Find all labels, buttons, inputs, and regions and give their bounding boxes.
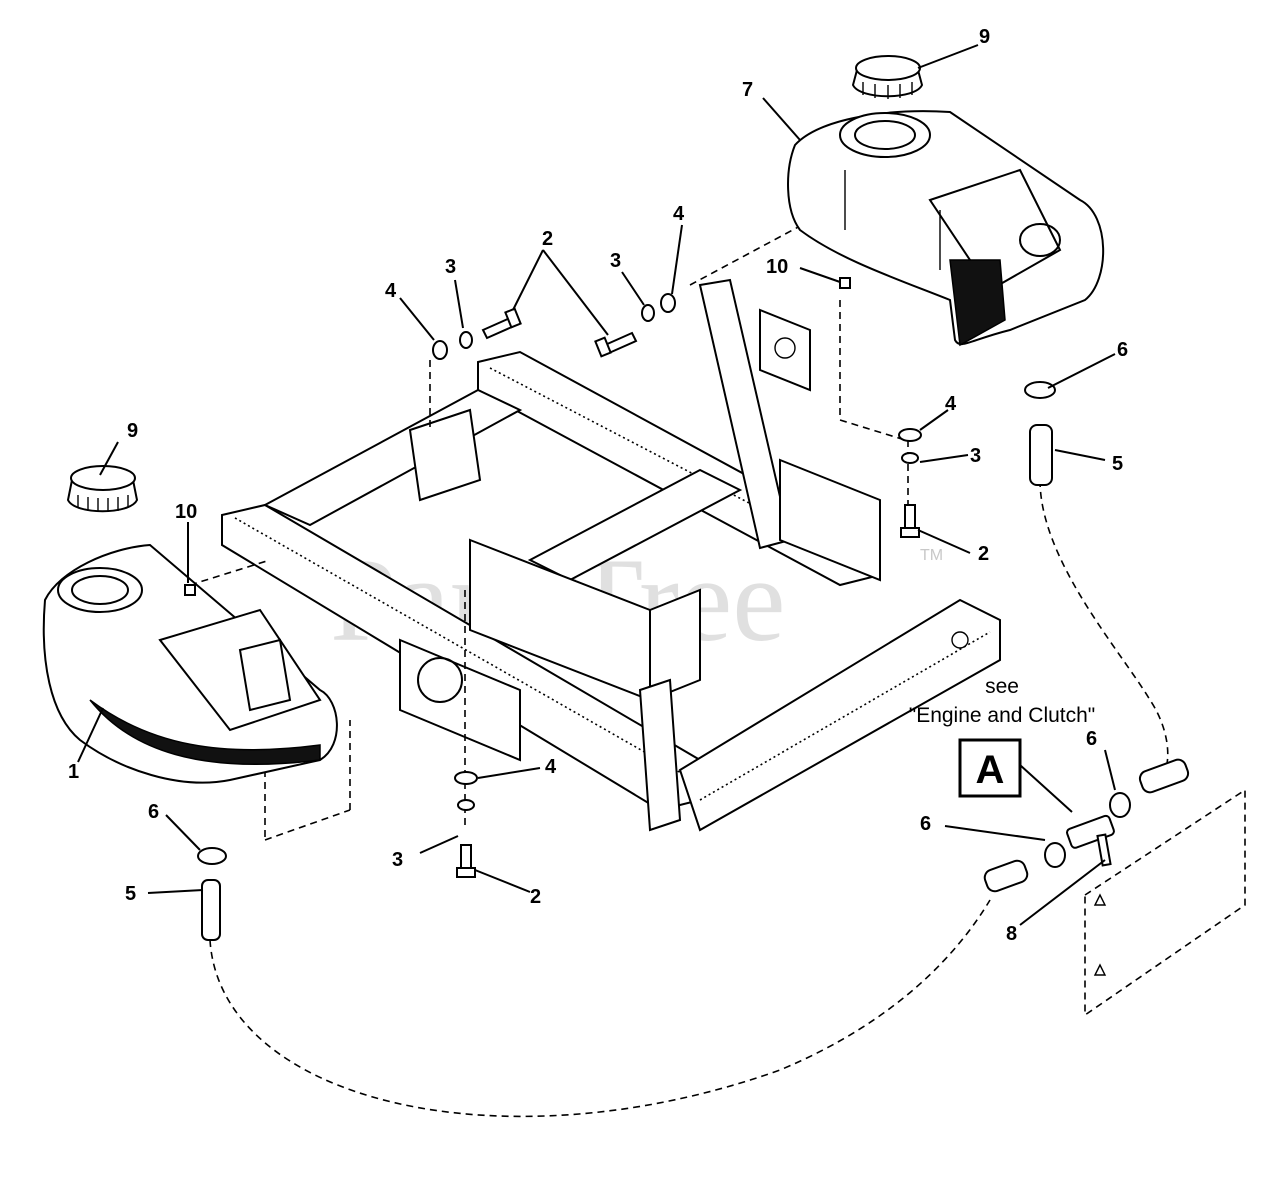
- fuel-valve: [1066, 814, 1115, 867]
- bushings: [184, 277, 851, 596]
- frame-lower-post: [638, 678, 682, 832]
- callout-4-right: 4: [945, 393, 957, 415]
- section-reference-label: "Engine and Clutch": [909, 704, 1096, 727]
- callout-8: 8: [1006, 923, 1017, 945]
- callout-9-left: 9: [127, 420, 138, 442]
- chassis-frame: [221, 278, 1001, 832]
- callout-2-right: 2: [978, 543, 989, 565]
- callout-7: 7: [742, 79, 753, 101]
- callout-3-right: 3: [970, 445, 981, 467]
- callout-4-top-left: 4: [385, 280, 397, 302]
- callout-2-bottom: 2: [530, 886, 541, 908]
- callout-1: 1: [68, 761, 79, 783]
- left-fuel-hose: [201, 879, 221, 941]
- callout-9-right: 9: [979, 26, 990, 48]
- frame-rear-floor: [678, 598, 1001, 832]
- right-fuel-tank: [787, 110, 1105, 347]
- right-tank-body: [787, 110, 1105, 346]
- rear-bracket-plate: [1084, 788, 1246, 1017]
- frame-left-bracket: [408, 408, 482, 502]
- watermark-tm: TM: [920, 547, 943, 564]
- callout-2-top: 2: [542, 228, 553, 250]
- callout-6-valve-left: 6: [920, 813, 931, 835]
- right-fuel-cap: [851, 55, 924, 99]
- callout-3-bottom: 3: [392, 849, 403, 871]
- callout-10-right: 10: [766, 256, 788, 278]
- callout-6-right-top: 6: [1117, 339, 1128, 361]
- engine-clutch-reference: see "Engine and Clutch" A: [909, 675, 1096, 798]
- callout-numbers: 1 2 2 2 3 3 3 3 4 4 4 4 5 5 6 6 6 6 7 8 …: [68, 26, 1128, 945]
- reference-box-a: [958, 738, 1022, 798]
- left-fuel-cap: [66, 465, 139, 513]
- frame-cross-member-front: [262, 388, 523, 527]
- reference-box-letter: A: [976, 748, 1005, 792]
- hose-clamps: [197, 381, 1131, 868]
- callout-10-left: 10: [175, 501, 197, 523]
- bolts: [456, 307, 920, 878]
- frame-center-box-side: [649, 588, 701, 702]
- frame-rear-bracket: [759, 308, 811, 392]
- callout-5-right: 5: [1112, 453, 1123, 475]
- callout-6-left: 6: [148, 801, 159, 823]
- callout-3-top-mid: 3: [610, 250, 621, 272]
- callout-3-top-left: 3: [445, 256, 456, 278]
- callout-4-bottom: 4: [545, 756, 557, 778]
- callout-leaders: [77, 44, 1116, 926]
- callout-4-top-mid: 4: [673, 203, 685, 225]
- lock-washers: [457, 304, 919, 811]
- callout-5-left: 5: [125, 883, 136, 905]
- see-label: see: [985, 675, 1019, 698]
- right-fuel-hose: [1029, 424, 1053, 486]
- left-fuel-tank: [42, 543, 338, 784]
- frame-right-plate: [779, 458, 881, 582]
- frame-left-plate: [399, 638, 521, 762]
- washers: [432, 293, 922, 785]
- fuel-lines: [201, 424, 1190, 1118]
- callout-6-valve-top: 6: [1086, 728, 1097, 750]
